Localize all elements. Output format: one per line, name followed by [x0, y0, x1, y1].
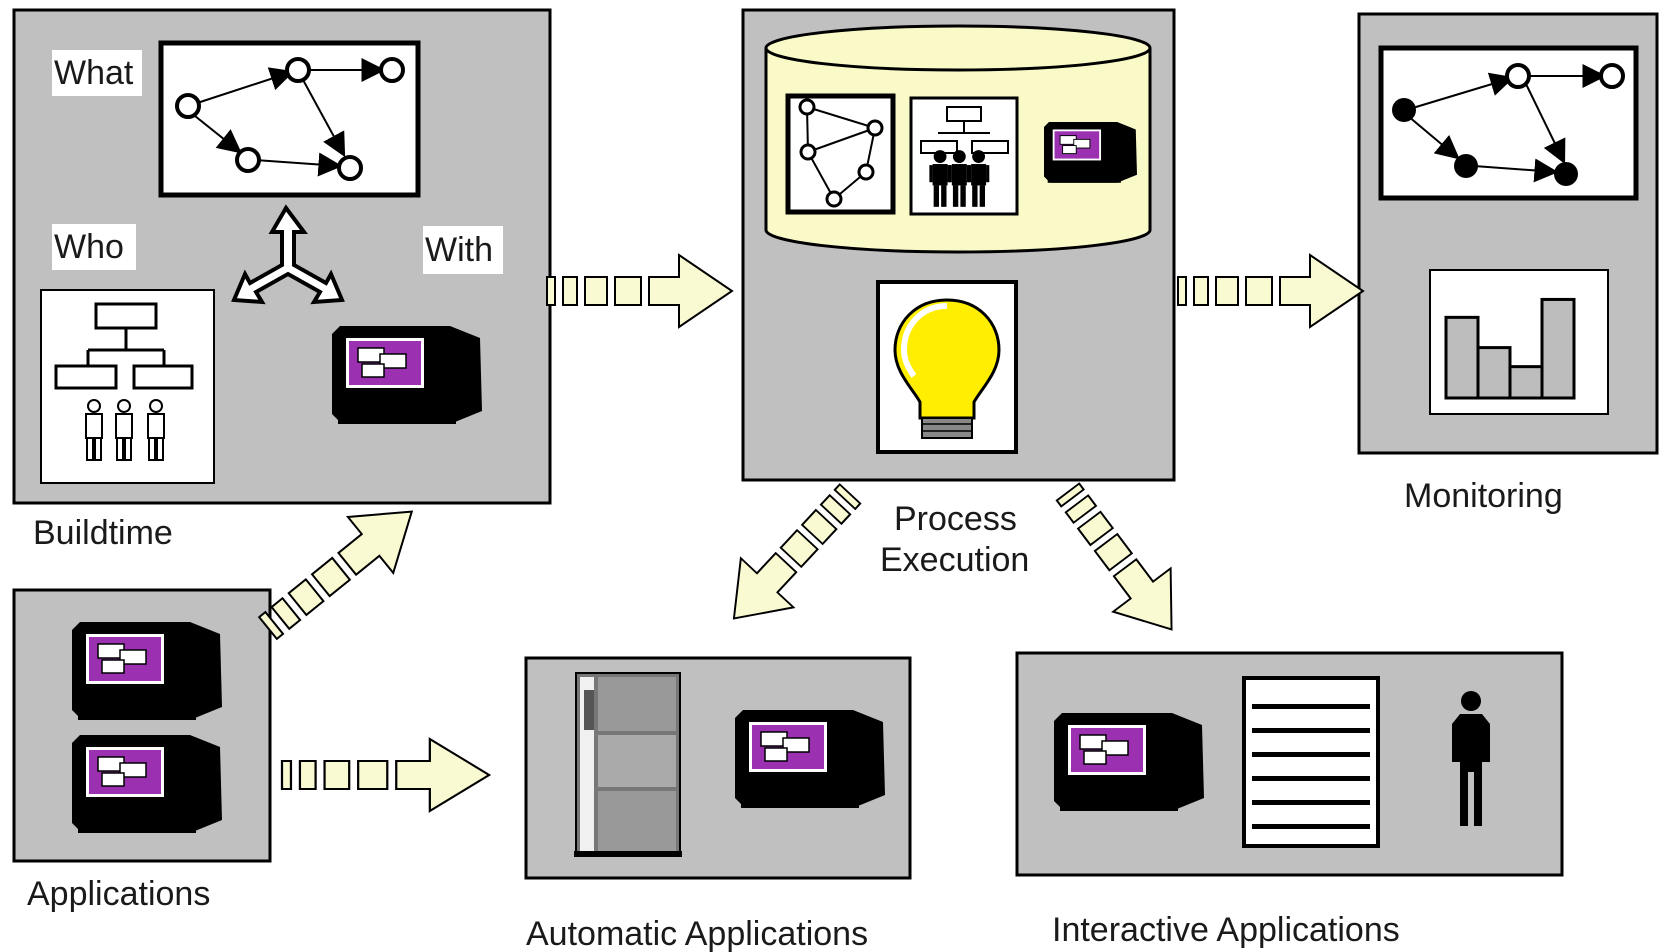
- process-model-icon: [785, 93, 896, 215]
- arrow-execution-to-interactive: [1038, 469, 1202, 653]
- monitoring-panel: [1357, 12, 1659, 455]
- applications-title: Applications: [27, 875, 210, 913]
- buildtime-computer-icon: [331, 325, 483, 425]
- arrow-applications-to-buildtime: [244, 482, 436, 657]
- three-way-arrow-icon: [231, 204, 345, 305]
- document-form-icon: [1242, 676, 1380, 848]
- process-execution-panel: [741, 8, 1176, 482]
- applications-panel: [12, 588, 272, 863]
- monitoring-graph-icon: [1378, 45, 1639, 201]
- arrow-buildtime-to-execution: [546, 254, 733, 328]
- server-rack-icon: [574, 672, 682, 857]
- arrow-execution-to-monitoring: [1177, 254, 1364, 328]
- interactive-applications-panel: [1015, 651, 1564, 877]
- monitoring-title: Monitoring: [1404, 477, 1563, 515]
- what-label: What: [54, 54, 134, 92]
- light-bulb-icon: [876, 280, 1018, 454]
- monitoring-bar-chart-icon: [1429, 269, 1609, 415]
- monitoring-bar-1: [1444, 315, 1480, 400]
- automatic-computer-icon: [734, 709, 886, 809]
- process-execution-title-line2: Execution: [880, 541, 1029, 579]
- process-execution-title-line1: Process: [894, 500, 1017, 538]
- interactive-applications-title: Interactive Applications: [1052, 911, 1400, 949]
- database-computer-icon: [1043, 121, 1138, 184]
- what-process-graph-icon: [158, 40, 421, 198]
- automatic-applications-title: Automatic Applications: [526, 915, 868, 952]
- buildtime-panel: What Who With: [12, 8, 552, 505]
- application-computer-icon-1: [71, 621, 223, 721]
- organization-icon: [909, 96, 1019, 216]
- org-chart-icon: [40, 289, 215, 484]
- automatic-applications-panel: [524, 656, 912, 880]
- application-computer-icon-2: [71, 734, 223, 834]
- who-label: Who: [54, 228, 124, 266]
- arrow-applications-to-automatic: [280, 737, 491, 813]
- monitoring-bar-3: [1508, 365, 1544, 400]
- user-person-icon: [1452, 691, 1490, 826]
- with-label: With: [425, 231, 493, 269]
- interactive-computer-icon: [1053, 712, 1205, 812]
- monitoring-bar-2: [1476, 346, 1512, 400]
- monitoring-bar-4: [1540, 297, 1576, 400]
- arrow-execution-to-automatic: [706, 468, 878, 644]
- buildtime-title: Buildtime: [33, 514, 173, 552]
